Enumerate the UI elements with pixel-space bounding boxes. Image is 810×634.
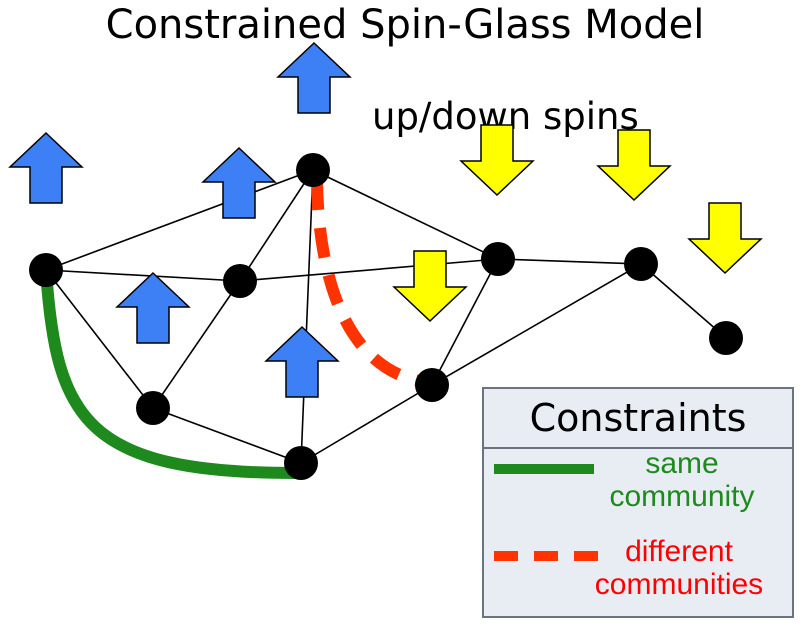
edge-n6-n9 [431,258,499,386]
edge-n9-n7 [431,263,642,386]
up-spin-arrow-icon [8,131,84,204]
graph-node-n5 [284,446,318,480]
different-communities-label-line2: communities [594,568,764,601]
edge-n4-n6 [312,169,499,260]
graph-node-n4 [296,153,330,187]
edge-n2-n3 [152,280,241,409]
diagram-title: Constrained Spin-Glass Model [105,2,705,48]
graph-node-n3 [136,391,170,425]
graph-node-n7 [624,247,658,281]
constraints-layer [40,179,433,479]
graph-node-n2 [223,264,257,298]
same-community-swatch [494,464,594,474]
constraints-legend: Constraints same community different com… [482,387,794,618]
spin-arrows-layer [8,41,763,398]
edge-n7-n8 [640,263,727,339]
same-community-label: same community [572,447,792,513]
edge-n1-n2 [45,269,241,282]
edge-n1-n4 [45,169,314,271]
graph-node-n8 [709,321,743,355]
edges-layer [45,169,727,464]
same-community-constraint [40,264,302,479]
down-spin-arrow-icon [459,124,535,197]
edge-n4-n5 [300,169,314,464]
same-community-label-line2: community [609,480,755,513]
down-spin-arrow-icon [596,129,672,202]
graph-node-n9 [415,368,449,402]
up-spin-arrow-icon [115,271,191,344]
edge-n3-n5 [152,407,302,464]
nodes-layer [29,153,743,480]
up-spin-arrow-icon [276,41,352,114]
graph-node-n1 [29,253,63,287]
up-spin-arrow-icon [264,325,340,398]
up-spin-arrow-icon [201,146,277,219]
edge-n6-n7 [497,258,642,265]
different-communities-label: different communities [564,535,794,601]
down-spin-arrow-icon [687,202,763,275]
edge-n5-n9 [300,384,433,464]
same-community-label-line1: same [645,447,719,480]
edge-n2-n4 [239,169,314,282]
different-communities-label-line1: different [625,535,733,568]
graph-node-n6 [481,242,515,276]
legend-header: Constraints [484,389,792,449]
different-communities-swatch [494,551,604,561]
edge-n2-n6 [239,258,499,282]
edge-n1-n3 [45,269,154,409]
down-spin-arrow-icon [392,250,468,323]
